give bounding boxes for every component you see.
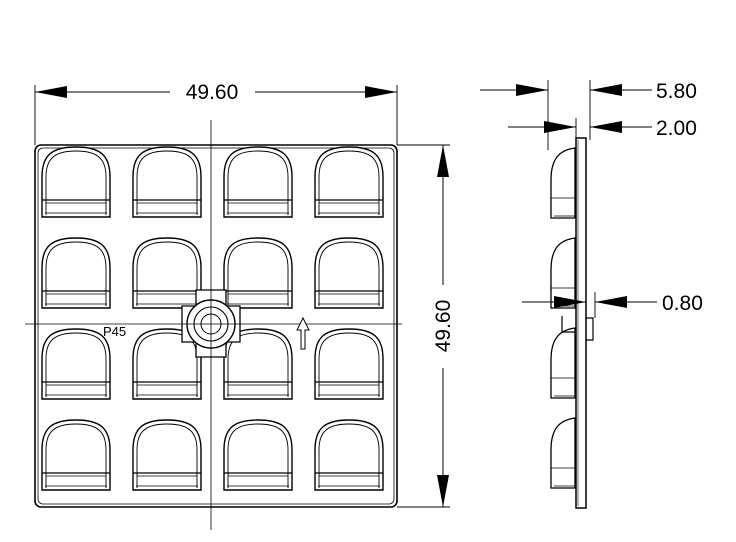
lens-r4-c2: [132, 419, 202, 491]
side-hub-profile: [561, 316, 594, 341]
plate-thickness-label: 2.00: [656, 117, 697, 140]
side-view: 5.80 2.00 0.80: [480, 80, 703, 509]
up-arrow-icon: [296, 316, 310, 350]
lens-r4-c3: [223, 419, 293, 491]
front-view: P45 49.60 49.60: [25, 81, 455, 530]
panel-inner-outline: [37, 147, 395, 505]
side-lens-3: [550, 327, 576, 399]
panel-outline: [34, 144, 398, 508]
side-lens-4: [550, 417, 576, 489]
step-height-label: 0.80: [662, 292, 703, 315]
width-dimension: 49.60: [34, 81, 398, 145]
total-thickness-label: 5.80: [656, 80, 697, 103]
part-label: P45: [103, 324, 126, 339]
total-thickness-dimension: 5.80: [480, 80, 697, 150]
lens-r2-c1: [41, 237, 111, 309]
step-height-dimension: 0.80: [522, 292, 703, 318]
lens-r2-c3: [223, 237, 293, 309]
lens-r4-c1: [41, 419, 111, 491]
lens-r3-c1: [41, 328, 111, 400]
width-dimension-label: 49.60: [186, 81, 239, 104]
lens-r1-c3: [223, 146, 293, 218]
height-dimension: 49.60: [397, 144, 455, 508]
side-plate: [575, 137, 587, 509]
lens-r2-c4: [314, 237, 384, 309]
lens-r1-c2: [132, 146, 202, 218]
height-dimension-label: 49.60: [432, 300, 455, 353]
lens-r2-c2: [132, 237, 202, 309]
lens-r1-c4: [314, 146, 384, 218]
plate-thickness-dimension: 2.00: [508, 117, 697, 140]
lens-r4-c4: [314, 419, 384, 491]
lens-r1-c1: [41, 146, 111, 218]
lens-r3-c4: [314, 328, 384, 400]
side-lens-1: [550, 147, 576, 219]
